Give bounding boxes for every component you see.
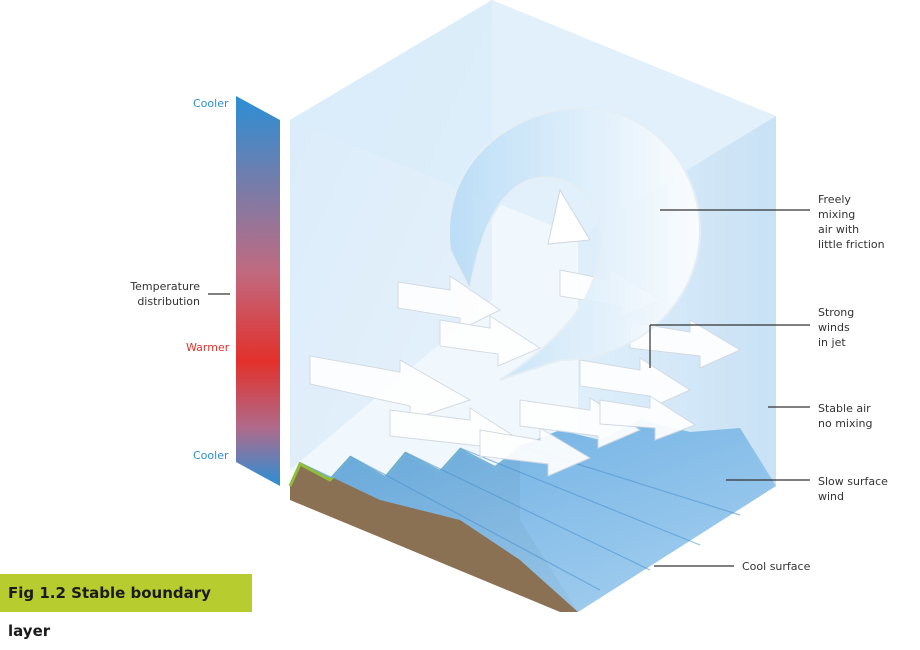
arrow-8 xyxy=(629,319,742,369)
arrow-2 xyxy=(397,275,501,331)
arrow-1 xyxy=(309,355,472,421)
temperature-gradient-bar xyxy=(236,96,280,486)
temperature-distribution-label: Temperature distribution xyxy=(130,280,200,308)
arrow-3 xyxy=(439,315,542,367)
callout-slow-surface: Slow surface wind xyxy=(818,475,888,503)
callout-strong-winds: Strong winds in jet xyxy=(818,306,855,349)
temp-bottom-label: Cooler xyxy=(193,449,229,462)
callout-freely-mixing: Freely mixing air with little friction xyxy=(818,193,885,251)
arrow-10 xyxy=(599,395,697,441)
boundary-layer-diagram xyxy=(208,0,810,612)
callout-stable-air: Stable air no mixing xyxy=(818,402,873,430)
figure-caption: Fig 1.2 Stable boundary layer xyxy=(0,574,252,640)
arrow-5 xyxy=(479,427,592,477)
mixing-eddy xyxy=(447,107,702,381)
callout-cool-surface: Cool surface xyxy=(742,560,811,573)
temp-middle-label: Warmer xyxy=(186,341,230,354)
leader-lines xyxy=(208,209,810,567)
temp-top-label: Cooler xyxy=(193,97,229,110)
jet-wind-arrows xyxy=(309,267,742,477)
arrow-7 xyxy=(579,357,692,409)
arrow-6 xyxy=(519,397,642,449)
